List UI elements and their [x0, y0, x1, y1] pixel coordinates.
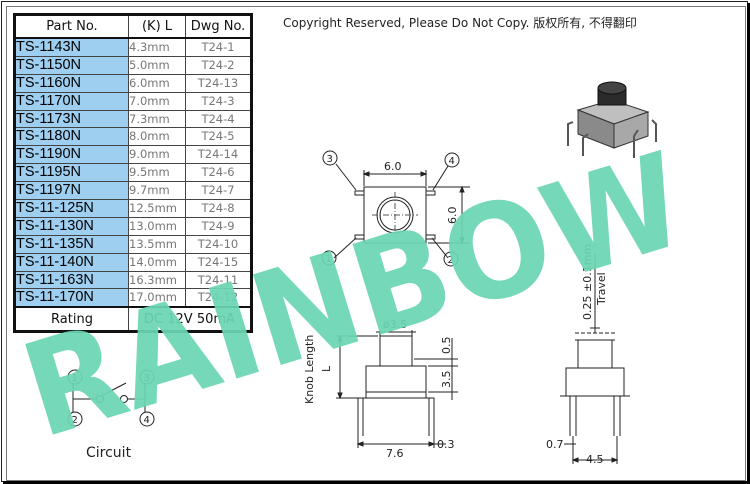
part-no-cell: TS-11-125N — [14, 199, 129, 218]
length-cell: 17.0mm — [128, 288, 186, 308]
col-length: (K) L — [128, 14, 186, 39]
side-dim-pin: 0.3 — [437, 438, 455, 451]
col-dwg-no: Dwg No. — [185, 14, 252, 39]
circuit-diagram — [67, 369, 155, 427]
circuit-pin-4: 4 — [144, 415, 150, 426]
top-pin-4: 4 — [449, 156, 455, 167]
top-view-height: 6.0 — [446, 207, 459, 225]
rating-label: Rating — [14, 306, 129, 333]
dwg-no-cell: T24-7 — [185, 181, 252, 201]
dwg-no-cell: T24-13 — [185, 73, 252, 93]
part-no-cell: TS-11-135N — [14, 234, 129, 254]
length-cell: 16.3mm — [128, 270, 186, 290]
top-view-width: 6.0 — [384, 160, 402, 173]
side-view-drawing — [336, 330, 458, 448]
part-no-cell: TS-11-130N — [14, 216, 129, 236]
top-pin-1: 1 — [326, 254, 332, 265]
spec-table-header: Part No. (K) L Dwg No. — [14, 14, 252, 39]
front-travel-label: Travel — [595, 272, 608, 306]
dwg-no-cell: T24-8 — [185, 199, 252, 218]
side-knob-label: Knob Length — [303, 335, 316, 404]
length-cell: 4.3mm — [128, 37, 186, 57]
rating-value: DC 12V 50mA — [128, 306, 252, 333]
frame-shadow-bottom — [3, 481, 750, 484]
side-dim-width: 7.6 — [386, 447, 404, 460]
circuit-label: Circuit — [86, 445, 132, 461]
top-pin-2: 2 — [448, 255, 454, 266]
length-cell: 5.0mm — [128, 55, 186, 75]
circuit-pin-2: 2 — [72, 415, 78, 426]
part-no-cell: TS-11-140N — [14, 252, 129, 272]
part-no-cell: TS-1190N — [14, 145, 129, 165]
front-dim-pin: 0.7 — [546, 438, 564, 451]
dwg-no-cell: T24-10 — [185, 234, 252, 254]
circuit-pin-3: 3 — [144, 373, 150, 384]
dwg-no-cell: T24-5 — [185, 127, 252, 147]
side-knob-letter: L — [320, 365, 333, 372]
side-dim-top: 0.5 — [440, 337, 453, 355]
side-dim-body: 3.5 — [440, 371, 453, 389]
part-no-cell: TS-1143N — [14, 37, 129, 57]
dwg-no-cell: T24-1 — [185, 37, 252, 57]
front-dim-pitch: 4.5 — [586, 453, 604, 466]
rating-row: Rating DC 12V 50mA — [14, 306, 252, 333]
part-no-cell: TS-1160N — [14, 73, 129, 93]
length-cell: 8.0mm — [128, 127, 186, 147]
dwg-no-cell: T24-6 — [185, 163, 252, 183]
top-pin-3: 3 — [327, 154, 333, 165]
frame-shadow-right — [747, 3, 750, 484]
part-no-cell: TS-11-163N — [14, 270, 129, 290]
part-no-cell: TS-1170N — [14, 91, 129, 111]
side-knob-diameter: ø3.5 — [383, 318, 407, 331]
length-cell: 9.0mm — [128, 145, 186, 165]
length-cell: 12.5mm — [128, 199, 186, 218]
circuit-pin-1: 1 — [72, 373, 78, 384]
front-travel-value: 0.25 ±0.1mm — [581, 244, 594, 320]
copyright-notice: Copyright Reserved, Please Do Not Copy. … — [283, 16, 637, 30]
dwg-no-cell: T24-11 — [185, 270, 252, 290]
front-view-drawing — [560, 254, 630, 464]
top-view-drawing — [321, 150, 470, 267]
length-cell: 6.0mm — [128, 73, 186, 93]
switch-3d-render — [567, 81, 657, 158]
part-no-cell: TS-1173N — [14, 109, 129, 129]
inner-border — [6, 6, 746, 481]
length-cell: 9.5mm — [128, 163, 186, 183]
